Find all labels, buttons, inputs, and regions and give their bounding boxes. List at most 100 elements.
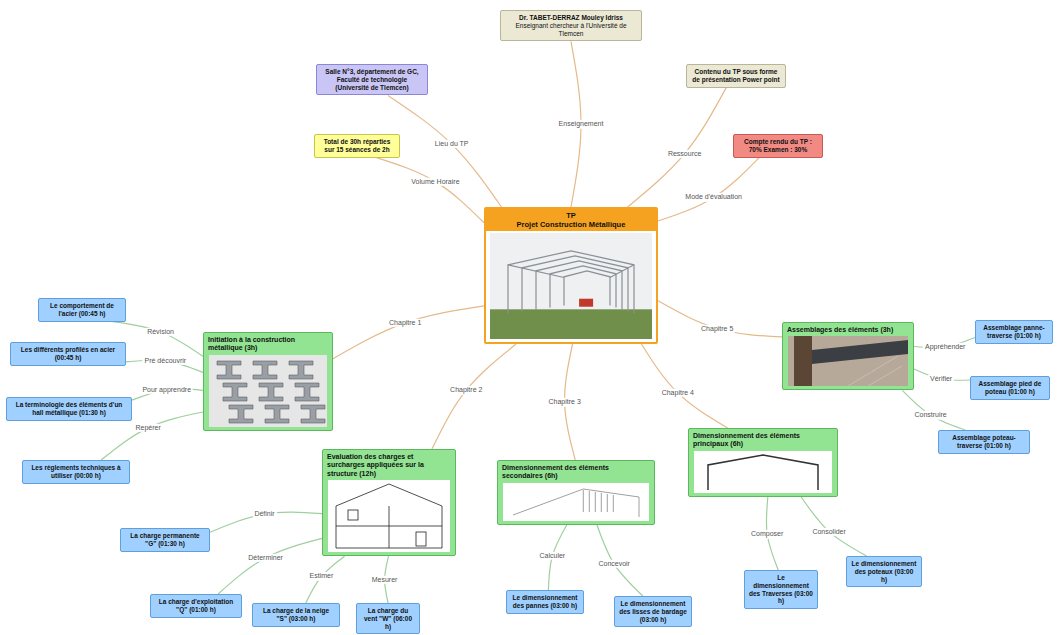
node-title: Assemblage panne-traverse (01:00 h) bbox=[980, 324, 1048, 340]
info-box: Compte rendu du TP : 70% Examen : 30% bbox=[733, 134, 823, 158]
node-title: Salle N°3, département de GC, Faculté de… bbox=[321, 68, 423, 91]
node-title: Dimensionnement des éléments secondaires… bbox=[502, 464, 650, 481]
branch-label: Appréhender bbox=[923, 343, 967, 351]
node-title: La charge de la neige "S" (03:00 h) bbox=[257, 607, 335, 623]
branch-label: Lieu du TP bbox=[433, 140, 471, 148]
node-title: Assemblage poteau-traverse (01:00 h) bbox=[943, 434, 1025, 450]
info-box: Contenu du TP sous forme de présentation… bbox=[686, 64, 786, 88]
branch-label: Consolider bbox=[810, 527, 847, 535]
topic-box: La charge de la neige "S" (03:00 h) bbox=[252, 603, 340, 627]
branch-label: Mode d'évaluation bbox=[683, 193, 744, 201]
branch-label: Déterminer bbox=[246, 554, 285, 562]
branch-label: Chapitre 1 bbox=[387, 319, 423, 327]
node-title: La charge d'exploitation "Q" (01:00 h) bbox=[155, 598, 237, 614]
topic-box: La charge d'exploitation "Q" (01:00 h) bbox=[150, 594, 242, 618]
branch-label: Enseignement bbox=[557, 120, 606, 128]
node-subtitle: Projet Construction Métallique bbox=[490, 220, 652, 229]
branch-label: Pré découvrir bbox=[143, 357, 189, 365]
branch-label: Pour apprendre bbox=[140, 385, 193, 393]
branch-label: Concevoir bbox=[596, 560, 632, 568]
branch-line bbox=[628, 88, 727, 207]
branch-line bbox=[597, 525, 643, 596]
info-box: Dr. TABET-DERRAZ Mouley IdrissEnseignant… bbox=[500, 10, 642, 41]
topic-box: Le dimensionnement des lisses de bardage… bbox=[614, 596, 692, 627]
branch-line bbox=[333, 306, 484, 359]
node-title: Initiation à la construction métallique … bbox=[208, 336, 328, 353]
roof-illustration bbox=[503, 483, 649, 521]
branch-line bbox=[658, 301, 782, 337]
hall-illustration bbox=[490, 233, 652, 339]
branch-label: Ressource bbox=[666, 149, 703, 157]
branch-label: Définir bbox=[252, 510, 276, 518]
node-title: Assemblage pied de poteau (01:00 h) bbox=[975, 380, 1045, 396]
topic-box: La charge permanente "G" (01:30 h) bbox=[120, 528, 210, 552]
branch-label: Mesurer bbox=[370, 575, 400, 583]
branch-line bbox=[388, 95, 501, 207]
topic-box: Les règlements techniques à utiliser (00… bbox=[22, 460, 130, 484]
branch-line bbox=[306, 556, 345, 603]
branch-line bbox=[113, 322, 203, 357]
topic-box: Les différents profilés en acier (00:45 … bbox=[10, 342, 126, 366]
branch-line bbox=[641, 344, 727, 428]
branch-label: Vérifier bbox=[928, 375, 954, 383]
topic-box: Le dimensionnement des Traverses (03:00 … bbox=[744, 570, 818, 609]
branch-label: Construire bbox=[912, 411, 948, 419]
branch-line bbox=[432, 344, 516, 449]
chapter-box: Dimensionnement des éléments secondaires… bbox=[497, 460, 655, 525]
topic-box: Assemblage poteau-traverse (01:00 h) bbox=[938, 430, 1030, 454]
topic-box: Le comportement de l'acier (00:45 h) bbox=[38, 298, 126, 322]
chapter-box: Dimensionnement des éléments principaux … bbox=[688, 428, 838, 497]
chapter-box: Initiation à la construction métallique … bbox=[203, 332, 333, 431]
branch-label: Chapitre 4 bbox=[660, 389, 696, 397]
branch-label: Chapitre 3 bbox=[546, 398, 582, 406]
node-title: Total de 30h réparties sur 15 séances de… bbox=[319, 138, 395, 154]
branch-label: Chapitre 2 bbox=[448, 386, 484, 394]
branch-label: Révision bbox=[145, 328, 176, 336]
branch-line bbox=[218, 538, 322, 594]
node-title: Contenu du TP sous forme de présentation… bbox=[691, 68, 781, 84]
node-title: Dr. TABET-DERRAZ Mouley Idriss bbox=[505, 14, 637, 22]
joint-illustration bbox=[788, 336, 908, 386]
branch-line bbox=[902, 390, 965, 430]
topic-box: La terminologie des éléments d'un hall m… bbox=[6, 397, 132, 421]
chapter-box: Evaluation des charges et surcharges app… bbox=[322, 449, 456, 556]
branch-label: Composer bbox=[749, 530, 785, 538]
chapter-box: Assemblages des éléments (3h) bbox=[782, 322, 914, 390]
node-title: Le dimensionnement des poteaux (03:00 h) bbox=[851, 560, 917, 583]
header-band: TPProjet Construction Métallique bbox=[486, 209, 656, 231]
frame-illustration bbox=[694, 451, 832, 493]
branch-label: Estimer bbox=[308, 572, 336, 580]
node-title: Assemblages des éléments (3h) bbox=[787, 326, 909, 334]
node-title: La charge permanente "G" (01:30 h) bbox=[125, 532, 205, 548]
info-box: Salle N°3, département de GC, Faculté de… bbox=[316, 64, 428, 95]
node-title: Dimensionnement des éléments principaux … bbox=[693, 432, 833, 449]
node-title: Les différents profilés en acier (00:45 … bbox=[15, 346, 121, 362]
topic-box: Le dimensionnement des pannes (03:00 h) bbox=[506, 590, 584, 614]
node-title: La terminologie des éléments d'un hall m… bbox=[11, 401, 127, 417]
node-title: Les règlements techniques à utiliser (00… bbox=[27, 464, 125, 480]
branch-label: Repérer bbox=[134, 424, 163, 432]
node-subtitle: Enseignant chercheur à l'Université de T… bbox=[505, 22, 637, 38]
node-title: Le comportement de l'acier (00:45 h) bbox=[43, 302, 121, 318]
branch-label: Chapitre 5 bbox=[699, 324, 735, 332]
house-illustration bbox=[328, 480, 450, 552]
node-title: La charge du vent "W" (06:00 h) bbox=[361, 607, 415, 630]
central-topic: TPProjet Construction Métallique bbox=[484, 207, 658, 344]
node-title: Le dimensionnement des Traverses (03:00 … bbox=[749, 574, 813, 605]
info-box: Total de 30h réparties sur 15 séances de… bbox=[314, 134, 400, 158]
branch-line bbox=[376, 158, 484, 223]
node-title: Compte rendu du TP : 70% Examen : 30% bbox=[738, 138, 818, 154]
branch-line bbox=[801, 497, 867, 556]
topic-box: Assemblage pied de poteau (01:00 h) bbox=[970, 376, 1050, 400]
topic-box: Assemblage panne-traverse (01:00 h) bbox=[975, 320, 1053, 344]
branch-line bbox=[658, 158, 759, 221]
topic-box: La charge du vent "W" (06:00 h) bbox=[356, 603, 420, 634]
topic-box: Le dimensionnement des poteaux (03:00 h) bbox=[846, 556, 922, 587]
node-title: TP bbox=[490, 211, 652, 220]
node-title: Evaluation des charges et surcharges app… bbox=[327, 453, 451, 478]
branch-label: Calculer bbox=[538, 552, 568, 560]
node-title: Le dimensionnement des pannes (03:00 h) bbox=[511, 594, 579, 610]
node-title: Le dimensionnement des lisses de bardage… bbox=[619, 600, 687, 623]
profiles-illustration bbox=[209, 355, 327, 427]
